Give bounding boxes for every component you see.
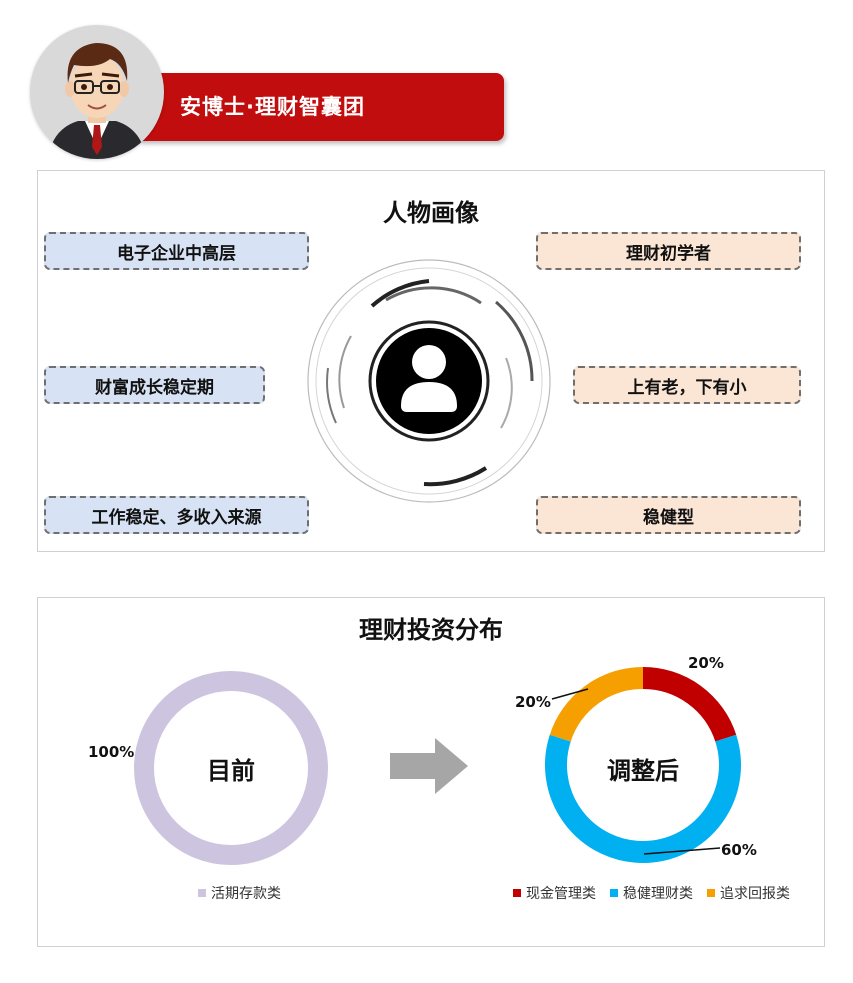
current-center-label: 目前 <box>207 757 255 785</box>
adjusted-value-label-cash: 20% <box>688 654 724 672</box>
adjusted-slice-3 <box>549 667 644 742</box>
portrait-panel: 人物画像 电子企业中高层 财富成长稳定期 工作稳定、多收入来源 理财初学者 上有… <box>37 170 825 552</box>
right-arrow-icon <box>390 738 468 794</box>
tag-left-2: 财富成长稳定期 <box>44 366 265 404</box>
tag-right-2: 上有老，下有小 <box>573 366 801 404</box>
legend-swatch-cash <box>513 889 521 897</box>
user-icon <box>401 345 457 412</box>
header: 安博士·理财智囊团 <box>0 0 853 165</box>
legend-label-stable: 稳健理财类 <box>623 886 693 902</box>
legend-swatch-stable <box>610 889 618 897</box>
tag-right-3: 稳健型 <box>536 496 801 534</box>
person-portrait-graphic <box>307 259 551 503</box>
title-banner: 安博士·理财智囊团 <box>140 73 504 141</box>
adjusted-slice-1 <box>642 667 737 742</box>
current-slice-1 <box>134 671 328 865</box>
portrait-title: 人物画像 <box>383 199 479 227</box>
tag-left-3: 工作稳定、多收入来源 <box>44 496 309 534</box>
tag-left-1: 电子企业中高层 <box>44 232 309 270</box>
legend-item-cash: 现金管理类 <box>513 883 596 903</box>
legend-swatch-current-deposit <box>198 889 206 897</box>
legend-item-stable: 稳健理财类 <box>610 883 693 903</box>
adjusted-donut-chart <box>545 667 741 863</box>
current-legend: 活期存款类 <box>198 883 295 903</box>
banner-title: 安博士·理财智囊团 <box>180 95 365 119</box>
legend-label-cash: 现金管理类 <box>526 886 596 902</box>
leader-line-stable <box>643 847 721 855</box>
current-value-label: 100% <box>88 743 135 761</box>
tag-right-1: 理财初学者 <box>536 232 801 270</box>
adjusted-value-label-stable: 60% <box>721 841 757 859</box>
advisor-avatar <box>30 25 164 159</box>
adjusted-slice-2 <box>545 734 741 863</box>
legend-swatch-high-return <box>707 889 715 897</box>
legend-item-current-deposit: 活期存款类 <box>198 883 281 903</box>
adjusted-center-label: 调整后 <box>607 757 679 785</box>
leader-line-high-return <box>551 688 589 700</box>
investment-title: 理财投资分布 <box>359 616 503 644</box>
investment-panel: 理财投资分布 目前 100% 活期存款类 调整后 20% 60% 20% 现金管… <box>37 597 825 947</box>
current-donut-chart <box>134 671 328 865</box>
adjusted-value-label-high-return: 20% <box>515 693 551 711</box>
legend-label-current-deposit: 活期存款类 <box>211 886 281 902</box>
legend-label-high-return: 追求回报类 <box>720 886 790 902</box>
legend-item-high-return: 追求回报类 <box>707 883 790 903</box>
advisor-cartoon-icon <box>48 43 146 159</box>
adjusted-legend: 现金管理类 稳健理财类 追求回报类 <box>513 883 804 903</box>
